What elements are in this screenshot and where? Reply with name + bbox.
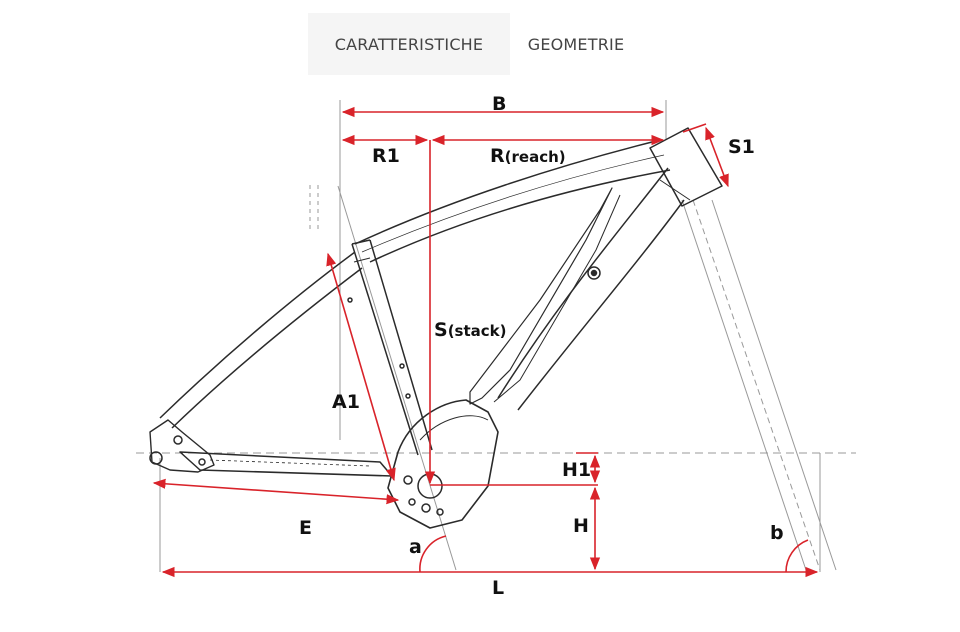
label-S1: S1 [728,136,755,158]
label-H1: H1 [562,459,591,481]
label-L: L [492,577,504,599]
angle-b-arc [785,539,809,573]
label-reach: R(reach) [490,145,566,167]
tab-geometrie[interactable]: GEOMETRIE [527,34,625,54]
dimension-labels: B R1 R(reach) S1 S(stack) A1 H1 H E a b … [299,93,784,599]
dim-E-line [152,478,400,505]
dim-A1-line [326,252,396,482]
dimension-lines [152,106,819,578]
label-a: a [409,536,422,558]
dim-S1-arrow [705,126,729,188]
label-E: E [299,517,312,539]
label-stack: S(stack) [434,319,507,341]
label-R1: R1 [372,145,400,167]
label-A1: A1 [332,391,360,413]
label-b: b [770,522,784,544]
label-B: B [492,93,506,115]
tab-bar: CARATTERISTICHE GEOMETRIE [308,13,640,75]
tab-caratteristiche[interactable]: CARATTERISTICHE [308,13,510,75]
label-H: H [573,515,589,537]
dim-S1-line [682,123,707,133]
angle-a-arc [419,535,447,573]
